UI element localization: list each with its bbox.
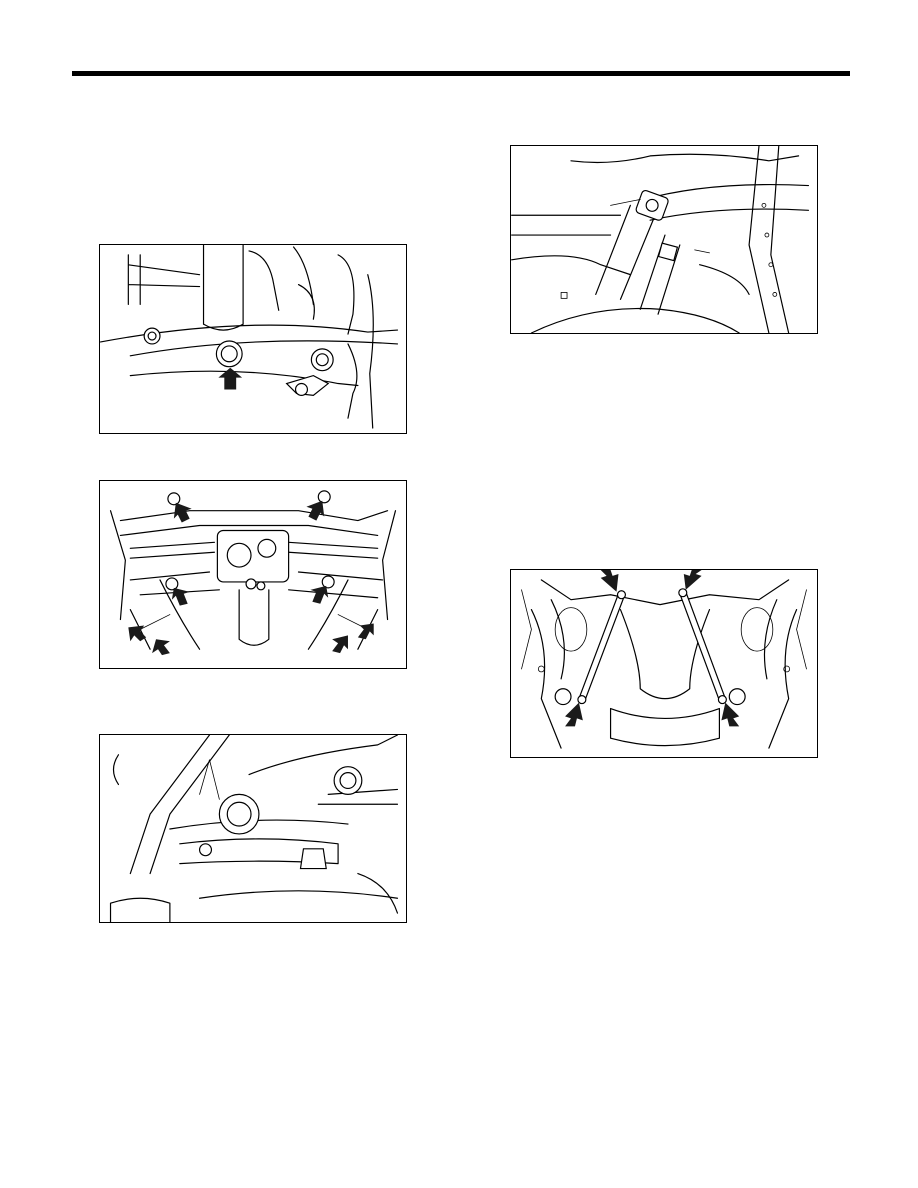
arrow-icon bbox=[310, 585, 329, 604]
figure-crossmember-bolt bbox=[99, 244, 407, 434]
figure-differential-mount bbox=[99, 734, 407, 923]
arrow-icon bbox=[128, 625, 147, 642]
arrow-icon bbox=[565, 702, 583, 727]
arrow-icon bbox=[721, 702, 740, 727]
arrow-icon bbox=[332, 635, 348, 654]
underbody-brace-illustration bbox=[521, 570, 807, 749]
figure-rear-subframe bbox=[99, 480, 407, 669]
arrow-icon bbox=[152, 639, 170, 656]
arrow-icon bbox=[218, 367, 243, 390]
arrow-icon bbox=[600, 570, 619, 592]
header-rule bbox=[72, 71, 850, 76]
arrow-icon bbox=[306, 500, 325, 521]
arrow-icon bbox=[173, 502, 192, 523]
figure-exhaust-hanger bbox=[510, 145, 818, 334]
exhaust-hanger-illustration bbox=[511, 146, 810, 333]
arrow-icon bbox=[171, 587, 190, 606]
rear-subframe-illustration bbox=[109, 490, 397, 656]
arrow-icon bbox=[683, 570, 702, 590]
figure-underbody-brace bbox=[510, 569, 818, 758]
arrow-icon bbox=[357, 623, 374, 640]
differential-mount-illustration bbox=[109, 735, 399, 922]
crossmember-bolt-illustration bbox=[100, 245, 399, 429]
